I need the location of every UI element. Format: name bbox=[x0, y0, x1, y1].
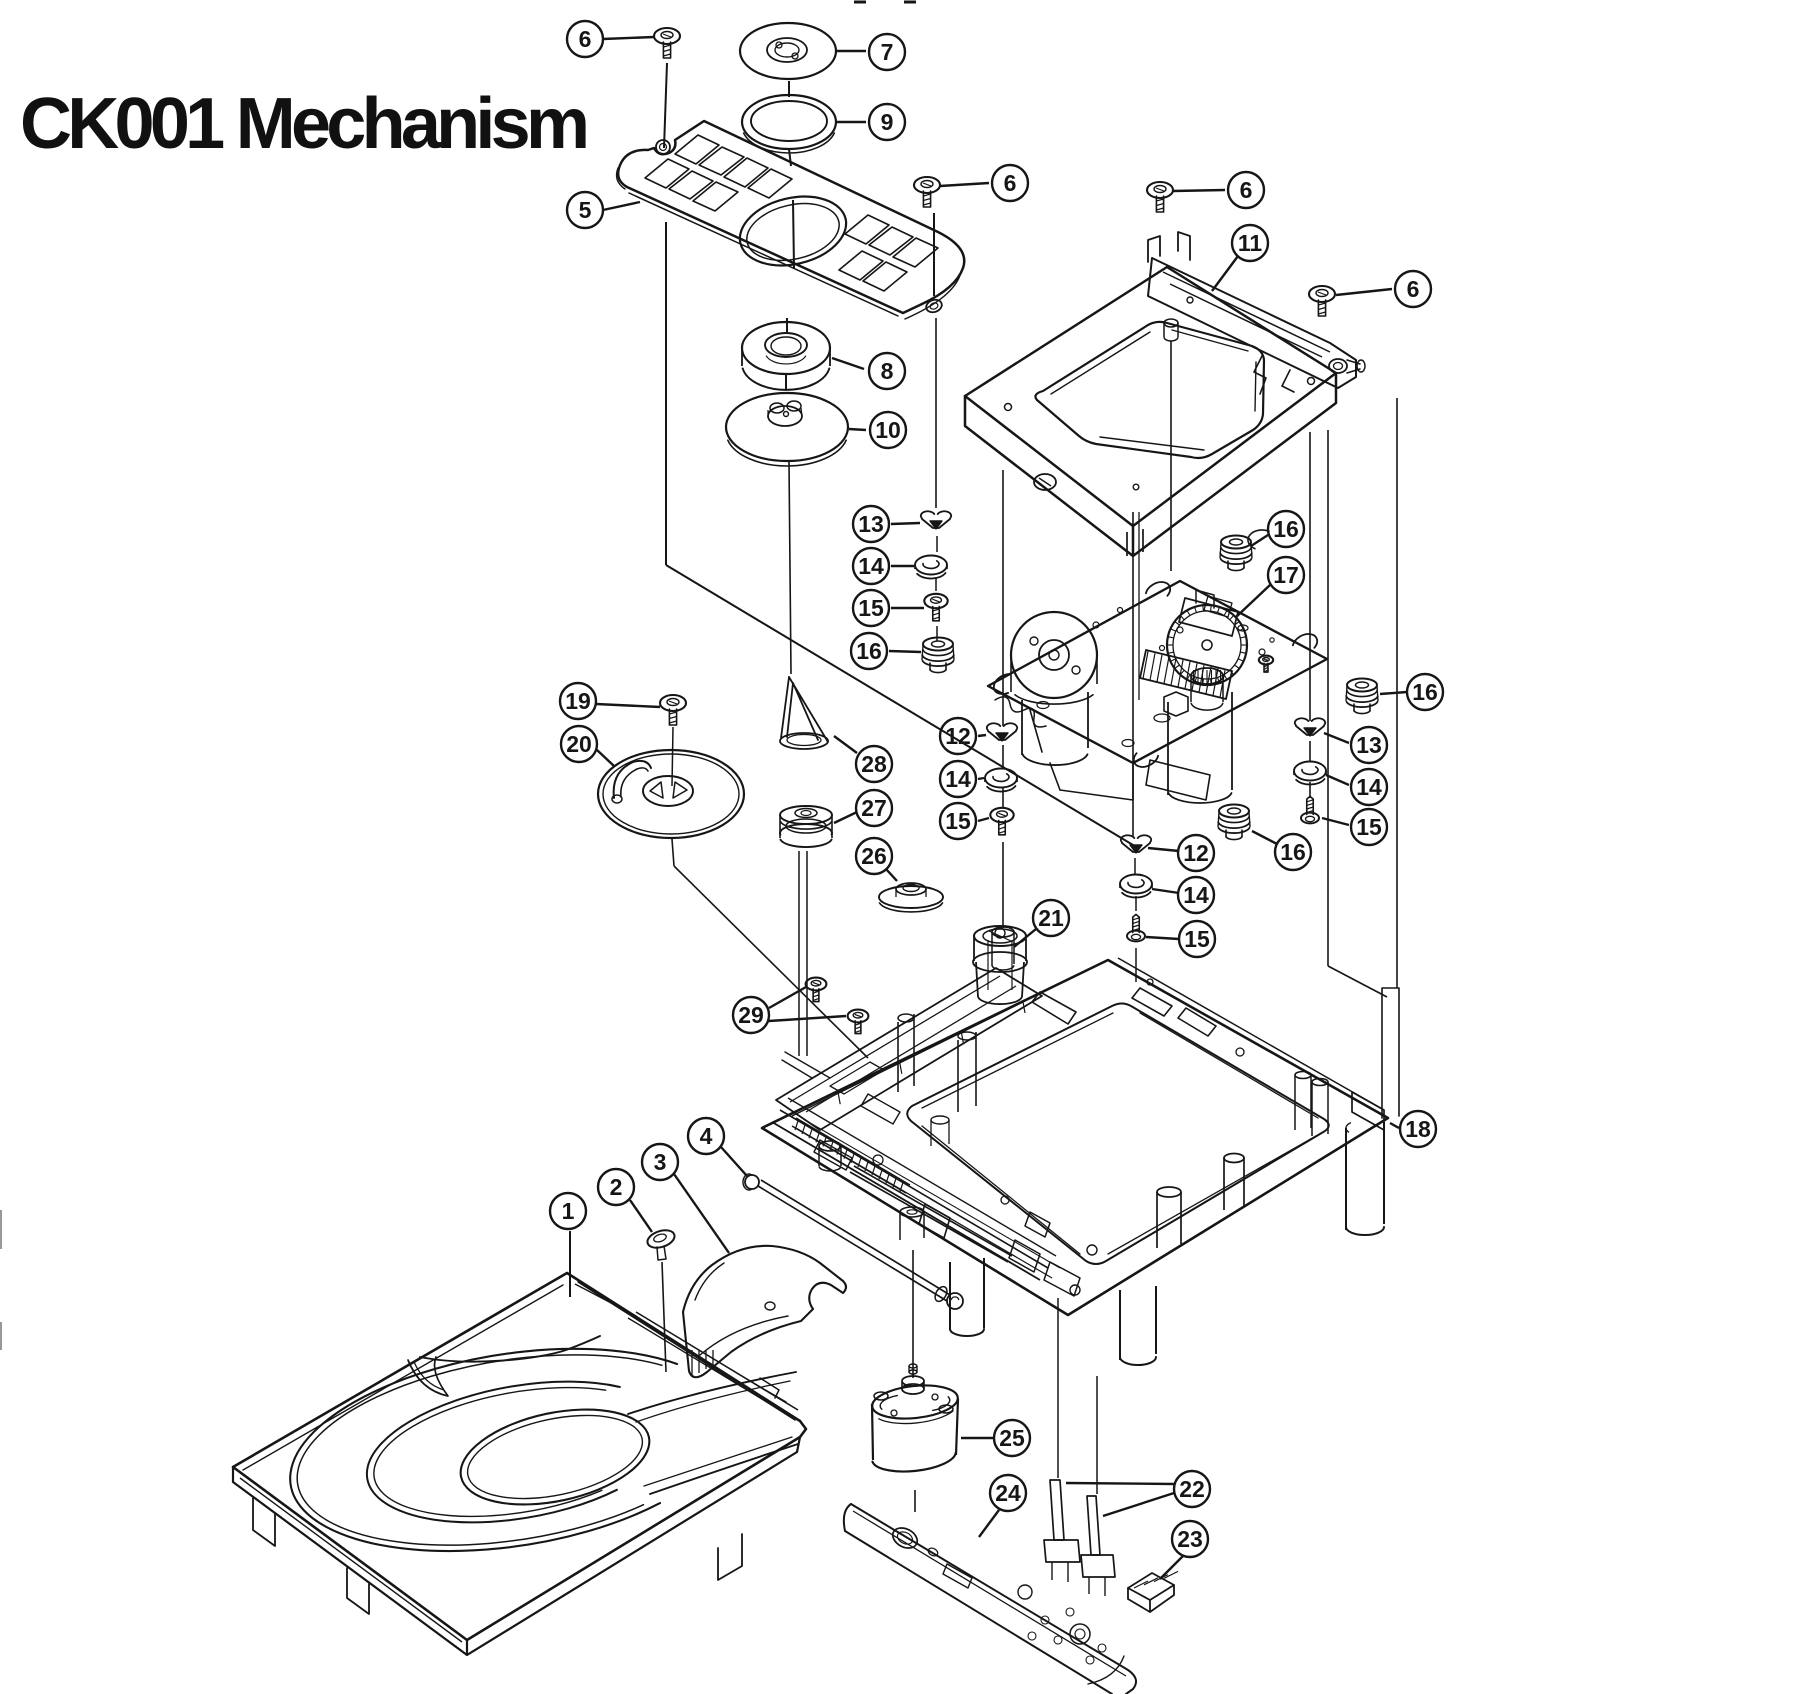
svg-text:8: 8 bbox=[881, 358, 894, 384]
svg-text:28: 28 bbox=[861, 751, 887, 777]
svg-text:9: 9 bbox=[881, 109, 894, 135]
svg-text:6: 6 bbox=[1004, 170, 1017, 196]
svg-text:CK001 Mechanism: CK001 Mechanism bbox=[20, 84, 590, 164]
svg-text:3: 3 bbox=[654, 1149, 667, 1175]
svg-text:4: 4 bbox=[700, 1123, 713, 1149]
svg-text:25: 25 bbox=[999, 1425, 1025, 1451]
svg-text:27: 27 bbox=[861, 795, 887, 821]
svg-text:20: 20 bbox=[566, 731, 592, 757]
svg-text:13: 13 bbox=[1356, 732, 1382, 758]
svg-text:26: 26 bbox=[861, 843, 887, 869]
svg-text:15: 15 bbox=[945, 808, 971, 834]
svg-text:6: 6 bbox=[1240, 177, 1253, 203]
svg-text:18: 18 bbox=[1405, 1116, 1431, 1142]
svg-text:15: 15 bbox=[858, 595, 884, 621]
svg-text:6: 6 bbox=[579, 26, 592, 52]
svg-text:6: 6 bbox=[1407, 276, 1420, 302]
svg-text:29: 29 bbox=[738, 1002, 764, 1028]
svg-text:10: 10 bbox=[875, 417, 901, 443]
svg-text:16: 16 bbox=[1280, 839, 1306, 865]
svg-text:17: 17 bbox=[1273, 562, 1299, 588]
svg-text:11: 11 bbox=[1238, 230, 1263, 256]
svg-text:12: 12 bbox=[945, 723, 971, 749]
svg-text:14: 14 bbox=[945, 766, 971, 792]
svg-text:14: 14 bbox=[1183, 882, 1209, 908]
svg-text:16: 16 bbox=[1412, 679, 1438, 705]
svg-text:13: 13 bbox=[858, 511, 884, 537]
svg-text:5: 5 bbox=[579, 197, 592, 223]
svg-text:21: 21 bbox=[1038, 905, 1064, 931]
svg-text:7: 7 bbox=[881, 39, 894, 65]
svg-text:16: 16 bbox=[856, 638, 882, 664]
svg-text:19: 19 bbox=[565, 688, 591, 714]
svg-text:16: 16 bbox=[1273, 516, 1299, 542]
svg-text:14: 14 bbox=[1356, 774, 1382, 800]
svg-text:15: 15 bbox=[1184, 926, 1210, 952]
svg-text:23: 23 bbox=[1177, 1526, 1203, 1552]
svg-text:1: 1 bbox=[562, 1198, 575, 1224]
svg-text:22: 22 bbox=[1179, 1476, 1205, 1502]
svg-text:2: 2 bbox=[610, 1174, 623, 1200]
svg-text:14: 14 bbox=[858, 553, 884, 579]
svg-text:15: 15 bbox=[1356, 814, 1382, 840]
svg-text:24: 24 bbox=[995, 1480, 1021, 1506]
svg-text:12: 12 bbox=[1183, 840, 1209, 866]
